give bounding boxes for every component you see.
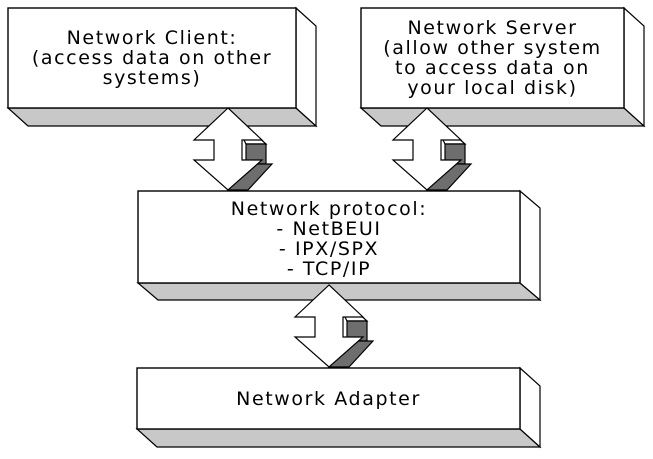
network-client-box	[6, 6, 318, 128]
network-client-label: Network Client: (access data on other sy…	[8, 8, 296, 108]
protocol-ipx-spx: - IPX/SPX	[278, 238, 380, 260]
server-title: Network Server	[407, 17, 578, 39]
network-adapter-label: Network Adapter	[137, 368, 520, 429]
protocol-title: Network protocol:	[230, 198, 428, 220]
adapter-title: Network Adapter	[236, 387, 421, 410]
protocol-tcp-ip: - TCP/IP	[286, 258, 372, 280]
client-protocol-arrow	[192, 107, 274, 191]
network-server-label: Network Server (allow other system to ac…	[361, 8, 624, 108]
network-protocol-label: Network protocol: - NetBEUI - IPX/SPX - …	[138, 193, 520, 281]
client-title: Network Client:	[66, 27, 238, 49]
server-desc-line1: (allow other system	[383, 37, 602, 59]
network-protocol-box	[136, 189, 542, 302]
client-desc-line1: (access data on other	[31, 47, 273, 69]
protocol-netbeui: - NetBEUI	[276, 218, 382, 240]
protocol-adapter-arrow	[293, 284, 375, 368]
server-desc-line2: to access data on	[395, 57, 590, 79]
server-desc-line3: your local disk)	[407, 77, 578, 99]
client-desc-line2: systems)	[102, 67, 202, 89]
network-adapter-box	[135, 366, 542, 449]
server-arrow	[391, 107, 473, 191]
